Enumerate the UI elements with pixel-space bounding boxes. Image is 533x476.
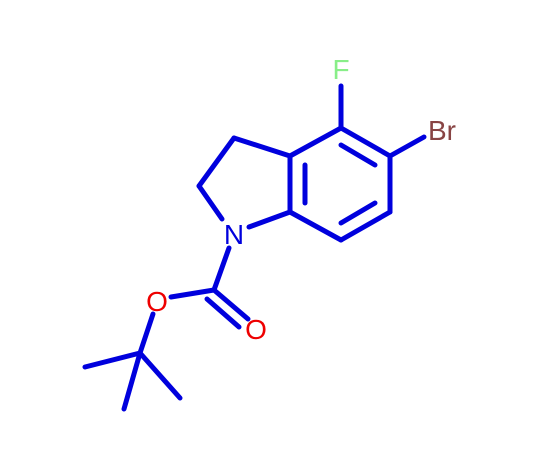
- bond-cq-me2: [121, 350, 143, 412]
- bond-carbonyl-o-double-a: [211, 287, 251, 322]
- bond-c5-br: [387, 134, 427, 159]
- atom-label-nitrogen: N: [224, 219, 244, 250]
- bond-c3a-c4: [287, 125, 344, 159]
- bond-o-ester-cq: [137, 311, 156, 356]
- bond-carbonyl-o-ester: [168, 287, 217, 300]
- bond-c3-c2: [196, 135, 237, 189]
- bond-c6-c7: [338, 209, 393, 243]
- bond-cq-me1: [82, 350, 143, 370]
- bond-carbonyl-o-double-b: [204, 296, 242, 330]
- bond-cq-me3: [137, 350, 183, 401]
- atom-label-bromine: Br: [428, 115, 456, 146]
- bond-n1-c7a: [246, 209, 293, 230]
- atom-label-fluorine: F: [332, 54, 349, 85]
- bonds-group: [82, 83, 427, 412]
- bond-c3a-c3: [231, 135, 293, 159]
- bond-c2-n1: [196, 183, 225, 222]
- atom-label-ester-oxygen: O: [146, 286, 168, 317]
- atom-label-carbonyl-oxygen: O: [245, 314, 267, 345]
- bond-c6-c7-inner: [338, 200, 378, 226]
- atom-labels-group: F Br N O O: [146, 54, 456, 345]
- bond-n1-carbonyl: [211, 245, 232, 293]
- bond-c4-c5-inner: [338, 142, 378, 168]
- bond-c7-c7a: [287, 209, 344, 243]
- bond-c4-c5: [338, 125, 393, 159]
